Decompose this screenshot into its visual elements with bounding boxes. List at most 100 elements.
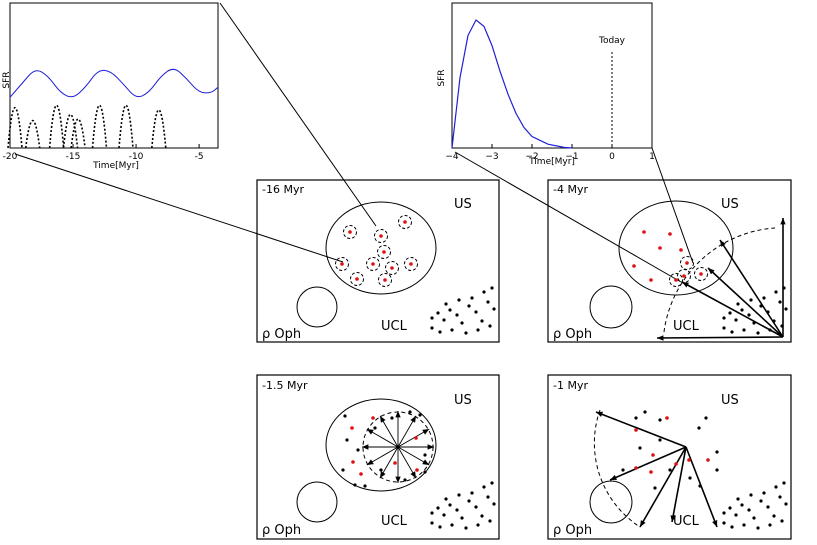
cluster-clump — [335, 257, 349, 271]
black-star — [780, 324, 784, 328]
sfr-burst — [7, 107, 23, 149]
arrow-head — [422, 459, 430, 465]
black-star — [436, 311, 440, 315]
black-star — [488, 519, 492, 523]
panel-time-label: -1 Myr — [553, 379, 588, 392]
arrow-head — [610, 474, 617, 480]
black-star — [638, 446, 642, 450]
arrow-head — [427, 444, 434, 450]
ucl-field-stars — [430, 286, 496, 335]
arrow-head — [422, 429, 430, 435]
arrow-head — [596, 411, 603, 417]
cluster-clump — [343, 225, 357, 239]
plot-left-ylabel: SFR — [2, 71, 12, 88]
black-star — [747, 313, 751, 317]
arrow-head — [720, 240, 726, 247]
black-star — [778, 300, 782, 304]
red-star — [674, 278, 678, 282]
black-star — [768, 328, 772, 332]
black-star — [467, 304, 471, 308]
ucl-field-stars — [430, 481, 496, 530]
sfr-burst — [62, 113, 79, 149]
us-region-circle — [325, 398, 437, 492]
panel-frame — [256, 179, 500, 343]
us-label: US — [454, 393, 472, 408]
red-star — [632, 264, 636, 268]
today-label: Today — [598, 36, 626, 46]
black-star — [715, 468, 719, 472]
us-stars — [621, 410, 719, 490]
black-star — [345, 438, 349, 442]
arrow-shaft — [681, 281, 784, 338]
red-star — [649, 278, 653, 282]
red-star — [649, 470, 653, 474]
tick-label: -5 — [195, 152, 204, 162]
arrow-shaft — [685, 446, 718, 528]
plot-left-sfr-curve — [9, 68, 219, 98]
cluster-clump — [404, 257, 418, 271]
cluster-clump — [374, 229, 388, 243]
black-star — [722, 521, 726, 525]
black-star — [444, 302, 448, 306]
black-star — [747, 508, 751, 512]
panel-frame — [547, 179, 792, 343]
us-label: US — [721, 197, 739, 212]
us-label: US — [454, 197, 472, 212]
black-star — [715, 450, 719, 454]
black-star — [492, 502, 496, 506]
arrow-shaft — [707, 267, 784, 338]
cluster-clump — [350, 272, 364, 286]
red-star — [393, 461, 397, 465]
arrow-shaft — [609, 446, 687, 481]
black-star — [474, 310, 478, 314]
black-star — [766, 505, 770, 509]
black-star — [780, 519, 784, 523]
connector-right-bottom — [454, 151, 682, 283]
black-star — [734, 318, 738, 322]
red-star — [379, 234, 383, 238]
red-star — [634, 428, 638, 432]
black-star — [756, 526, 760, 530]
plot-right-sfr-curve — [451, 19, 573, 149]
black-star — [438, 330, 442, 334]
us-label: US — [721, 393, 739, 408]
shock-front-arc — [593, 409, 641, 528]
rho-oph-label: ρ Oph — [553, 523, 592, 538]
black-star — [774, 290, 778, 294]
black-star — [759, 304, 763, 308]
connector-left-bottom — [14, 153, 344, 263]
black-star — [438, 525, 442, 529]
cluster-clump — [385, 261, 399, 275]
red-star — [409, 262, 413, 266]
red-star — [651, 453, 655, 457]
black-star — [668, 468, 672, 472]
black-star — [480, 319, 484, 323]
velocity-arrows — [595, 411, 718, 528]
tick-label: -10 — [129, 152, 144, 162]
panel-frame — [256, 374, 500, 540]
black-star — [486, 495, 490, 499]
black-star — [442, 513, 446, 517]
black-star — [621, 468, 625, 472]
black-star — [762, 491, 766, 495]
black-star — [390, 416, 394, 420]
black-star — [768, 523, 772, 527]
black-star — [482, 290, 486, 294]
rho-oph-label: ρ Oph — [262, 327, 301, 342]
black-star — [778, 495, 782, 499]
black-star — [658, 438, 662, 442]
black-star — [759, 499, 763, 503]
red-star — [383, 278, 387, 282]
black-star — [728, 311, 732, 315]
black-star — [740, 503, 744, 507]
red-star — [382, 250, 386, 254]
black-star — [492, 307, 496, 311]
plot-right-ylabel: SFR — [437, 69, 447, 86]
rho-oph-circle — [589, 480, 633, 524]
red-star — [371, 416, 375, 420]
black-star — [470, 296, 474, 300]
black-star — [728, 506, 732, 510]
arrow-head — [780, 218, 786, 225]
black-star — [722, 316, 726, 320]
